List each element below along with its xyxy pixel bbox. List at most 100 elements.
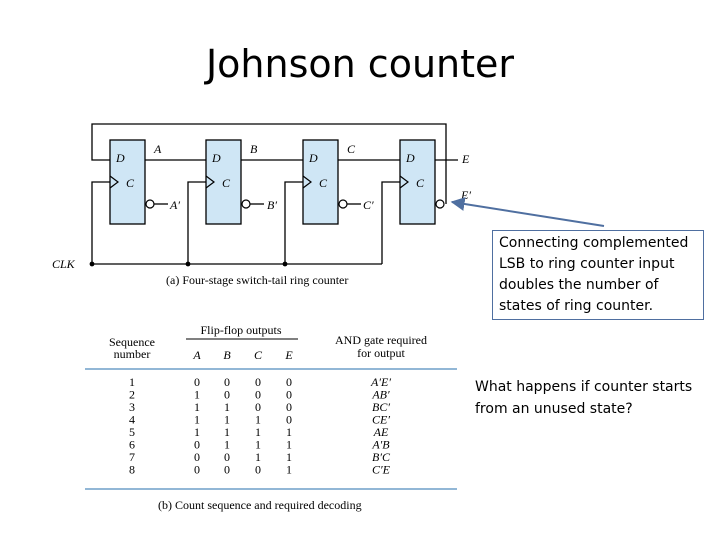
bit-cell: 1: [194, 400, 200, 414]
bit-cell: 1: [224, 400, 230, 414]
table-caption: (b) Count sequence and required decoding: [158, 498, 362, 512]
clock-triangle-icon: [205, 175, 215, 189]
ff-d-label: D: [405, 151, 415, 165]
clock-tap-b: [187, 181, 206, 264]
output-label: E: [461, 152, 470, 166]
sequence-cell: 4: [129, 413, 135, 427]
clock-tap-a: [91, 181, 110, 264]
sequence-cell: 2: [129, 388, 135, 402]
flip-flop-a: D C A A′: [109, 139, 180, 225]
bit-cell: 1: [194, 425, 200, 439]
complement-label: C′: [363, 198, 374, 212]
complement-label: B′: [267, 198, 277, 212]
header-and-line2: for output: [357, 346, 405, 360]
ff-c-label: C: [126, 176, 135, 190]
complement-label: A′: [169, 198, 180, 212]
bit-cell: 0: [255, 388, 261, 402]
ff-d-label: D: [211, 151, 221, 165]
flip-flop-b: D C B B′: [205, 139, 277, 225]
header-col: C: [254, 348, 263, 362]
sequence-cell: 5: [129, 425, 135, 439]
callout-arrow: [450, 197, 605, 227]
flip-flop-body: [109, 139, 146, 225]
gate-cell: AE: [373, 425, 389, 439]
ff-d-label: D: [115, 151, 125, 165]
header-sequence-line2: number: [114, 347, 151, 361]
bit-cell: 0: [194, 463, 200, 477]
state-table: Sequence number Flip-flop outputs A B C …: [85, 323, 457, 512]
junction-dot: [185, 261, 191, 267]
gate-cell: C′E: [372, 463, 391, 477]
junction-dot: [89, 261, 95, 267]
bit-cell: 0: [224, 463, 230, 477]
bit-cell: 0: [224, 375, 230, 389]
header-col: A: [192, 348, 201, 362]
slide-title: Johnson counter: [205, 42, 515, 86]
bit-cell: 0: [194, 375, 200, 389]
bit-cell: 0: [255, 400, 261, 414]
bit-cell: 0: [286, 413, 292, 427]
inverter-bubble-icon: [338, 199, 348, 209]
clock-label: CLK: [52, 257, 76, 271]
gate-cell: AB′: [371, 388, 390, 402]
bit-cell: 1: [194, 413, 200, 427]
ff-d-label: D: [308, 151, 318, 165]
bit-cell: 1: [224, 413, 230, 427]
bit-cell: 0: [286, 388, 292, 402]
gate-cell: A′E′: [370, 375, 391, 389]
bit-cell: 0: [224, 388, 230, 402]
inverter-bubble-icon: [435, 199, 445, 209]
output-label: B: [250, 142, 258, 156]
gate-cell: A′B: [371, 438, 390, 452]
header-group: Flip-flop outputs: [200, 323, 281, 337]
bit-cell: 0: [194, 450, 200, 464]
sequence-cell: 3: [129, 400, 135, 414]
sequence-cell: 6: [129, 438, 135, 452]
clock-triangle-icon: [399, 175, 409, 189]
bit-cell: 1: [255, 425, 261, 439]
flip-flop-body: [399, 139, 436, 225]
sequence-cell: 8: [129, 463, 135, 477]
output-label: C: [347, 142, 356, 156]
bit-cell: 1: [286, 438, 292, 452]
ff-c-label: C: [222, 176, 231, 190]
clock-triangle-icon: [302, 175, 312, 189]
output-label: A: [153, 142, 162, 156]
sequence-cell: 7: [129, 450, 135, 464]
complement-label: E′: [460, 188, 471, 202]
flip-flop-c: D C C C′: [302, 139, 374, 225]
bit-cell: 1: [194, 388, 200, 402]
bit-cell: 0: [224, 450, 230, 464]
callout-box: Connecting complemented LSB to ring coun…: [492, 230, 704, 320]
table-row: 2 1 0 0 0 AB′: [129, 388, 390, 402]
circuit-caption: (a) Four-stage switch-tail ring counter: [166, 273, 348, 287]
bit-cell: 1: [224, 425, 230, 439]
sequence-cell: 1: [129, 375, 135, 389]
flip-flop-e: D C E E′: [399, 139, 471, 225]
feedback-wire: [91, 123, 447, 204]
bit-cell: 1: [286, 463, 292, 477]
bit-cell: 1: [255, 450, 261, 464]
junction-dot: [282, 261, 288, 267]
inverter-bubble-icon: [145, 199, 155, 209]
gate-cell: CE′: [372, 413, 390, 427]
bit-cell: 1: [224, 438, 230, 452]
clock-junctions: [89, 261, 288, 267]
clock-triangle-icon: [109, 175, 119, 189]
bit-cell: 1: [255, 438, 261, 452]
gate-cell: BC′: [372, 400, 390, 414]
clock-tap-e: [381, 181, 400, 264]
clock-tap-c: [284, 181, 303, 264]
bit-cell: 1: [286, 450, 292, 464]
circuit-wiring: [91, 123, 458, 265]
inverter-bubble-icon: [241, 199, 251, 209]
bit-cell: 0: [255, 463, 261, 477]
